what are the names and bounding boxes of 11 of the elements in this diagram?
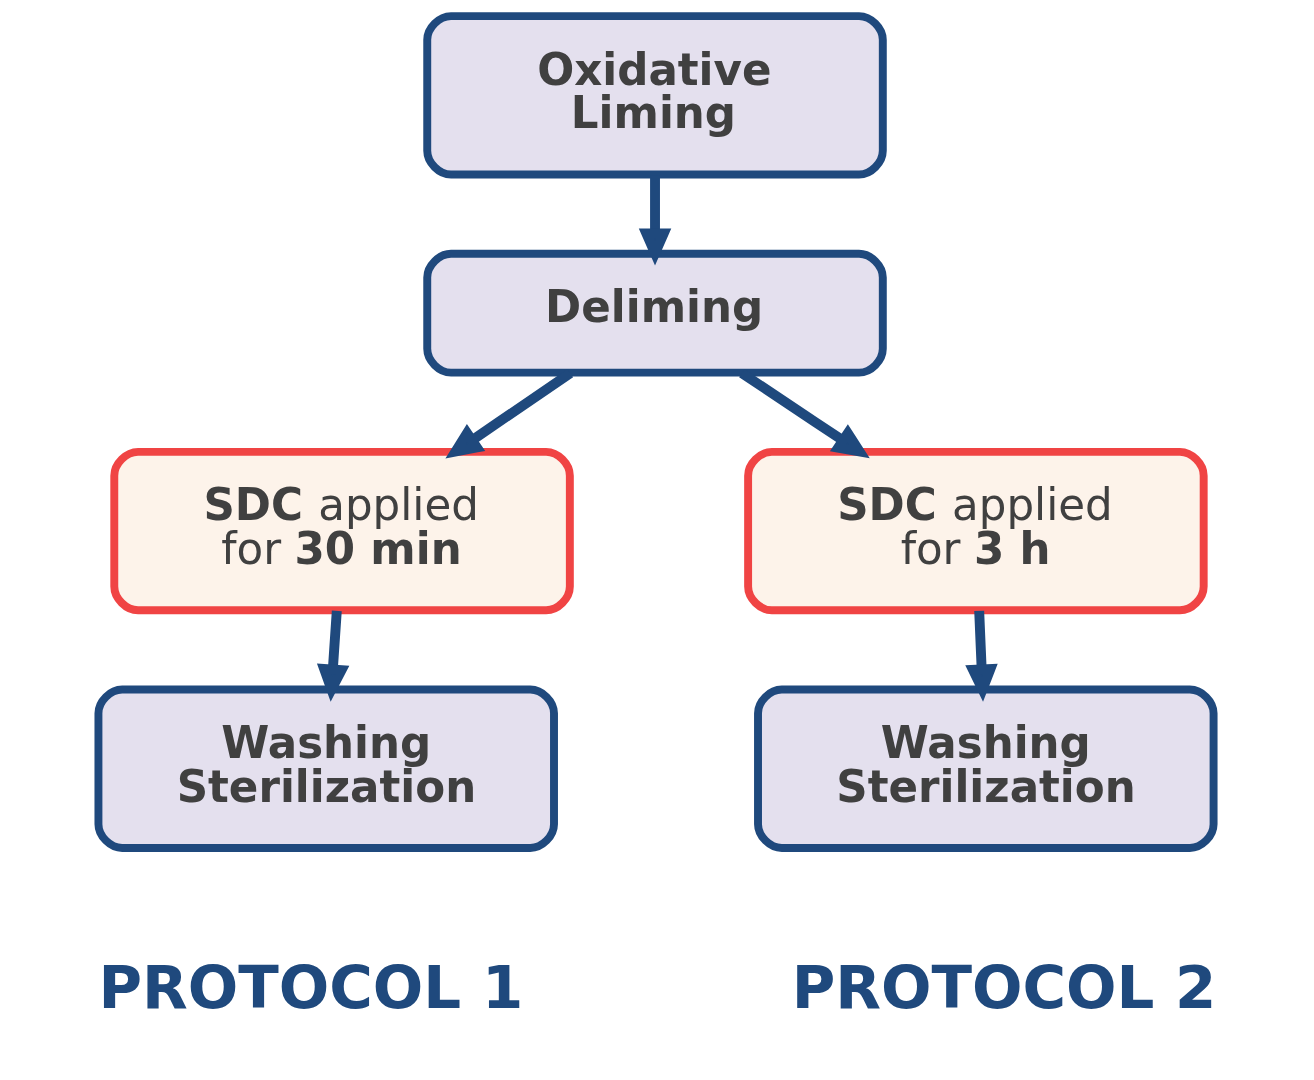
- node-box: SDC applied for 30 min: [110, 447, 574, 615]
- arrow: [316, 610, 350, 702]
- node-box: Washing Sterilization: [94, 685, 558, 852]
- arrow: [965, 610, 998, 702]
- node-box: Washing Sterilization: [754, 685, 1218, 852]
- node-box: Deliming: [423, 249, 887, 377]
- node-label: PROTOCOL 1: [98, 953, 524, 1023]
- node-box: SDC applied for 3 h: [744, 447, 1208, 615]
- node-label: PROTOCOL 2: [791, 953, 1217, 1023]
- arrow: [638, 175, 672, 266]
- node-box: Oxidative Liming: [423, 12, 887, 179]
